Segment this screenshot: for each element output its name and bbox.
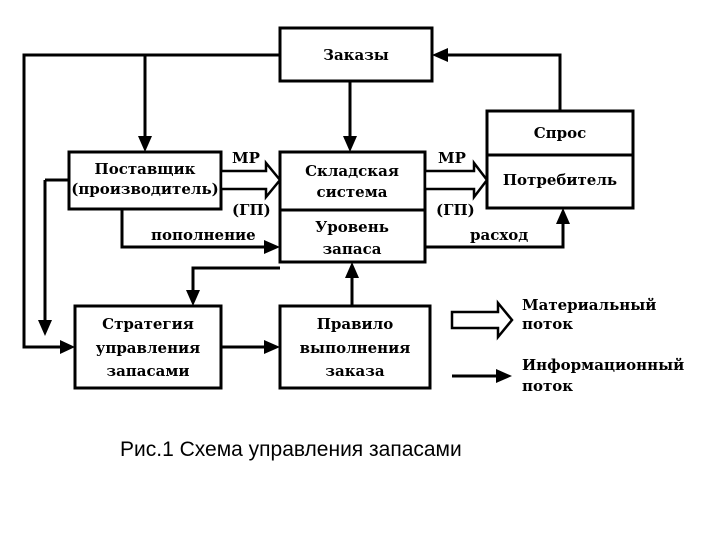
demand-to-orders-line	[446, 53, 562, 111]
rule-to-stock-arrowhead	[345, 262, 359, 278]
strategy-label-1: Стратегия	[102, 315, 194, 333]
supplier-left-to-strategy-arrowhead	[38, 320, 52, 336]
stock-to-strategy-line	[191, 266, 280, 292]
material-arrow-warehouse-to-consumer	[423, 159, 489, 201]
legend-info-flow-arrowhead	[496, 369, 512, 383]
strategy-box	[73, 304, 223, 390]
mr-left-label: МР	[232, 149, 260, 167]
gp-right-label: (ГП)	[436, 201, 475, 219]
supplier-label: Поставщик	[95, 160, 196, 178]
figure-caption: Рис.1 Схема управления запасами	[120, 438, 462, 461]
order-rule-label-1: Правило	[317, 315, 394, 333]
material-arrow-supplier-to-warehouse	[219, 159, 282, 201]
orders-to-warehouse-arrowhead	[343, 136, 357, 152]
strategy-label-3: запасами	[107, 362, 190, 380]
consumption-line	[425, 222, 565, 249]
stock-to-strategy-arrowhead	[186, 290, 200, 306]
consumption-arrowhead	[556, 208, 570, 224]
legend-info-label-1: Информационный	[522, 356, 684, 374]
replenishment-label: пополнение	[151, 226, 256, 244]
consumption-label: расход	[470, 226, 528, 244]
stock-level-label: Уровень	[315, 218, 389, 236]
replenishment-arrowhead	[264, 240, 280, 254]
order-rule-label-3: заказа	[325, 362, 384, 380]
warehouse-box	[278, 150, 427, 212]
replenishment-line	[120, 209, 266, 249]
mr-right-label: МР	[438, 149, 466, 167]
strategy-label-2: управления	[96, 339, 201, 357]
orders-label: Заказы	[323, 46, 389, 64]
legend-material-label-1: Материальный	[522, 296, 656, 314]
demand-label: Спрос	[534, 124, 587, 142]
warehouse-label: Складская	[305, 162, 399, 180]
consumer-box	[485, 153, 635, 210]
stock-level-sublabel: запаса	[323, 240, 382, 258]
consumer-label: Потребитель	[503, 171, 617, 189]
orders-to-supplier-arrowhead	[138, 136, 152, 152]
gp-left-label: (ГП)	[232, 201, 271, 219]
strategy-to-rule-arrowhead	[264, 340, 280, 354]
legend-material-label-2: поток	[522, 315, 573, 333]
legend-material-flow-arrow	[450, 299, 514, 341]
legend-info-label-2: поток	[522, 377, 573, 395]
supplier-sublabel: (производитель)	[71, 180, 219, 198]
orders-to-strategy-arrowhead	[60, 340, 75, 354]
orders-to-strategy-line	[22, 53, 280, 349]
demand-to-orders-arrowhead	[432, 48, 448, 62]
stock-level-box	[278, 208, 427, 264]
warehouse-sublabel: система	[317, 183, 388, 201]
order-rule-label-2: выполнения	[300, 339, 411, 357]
